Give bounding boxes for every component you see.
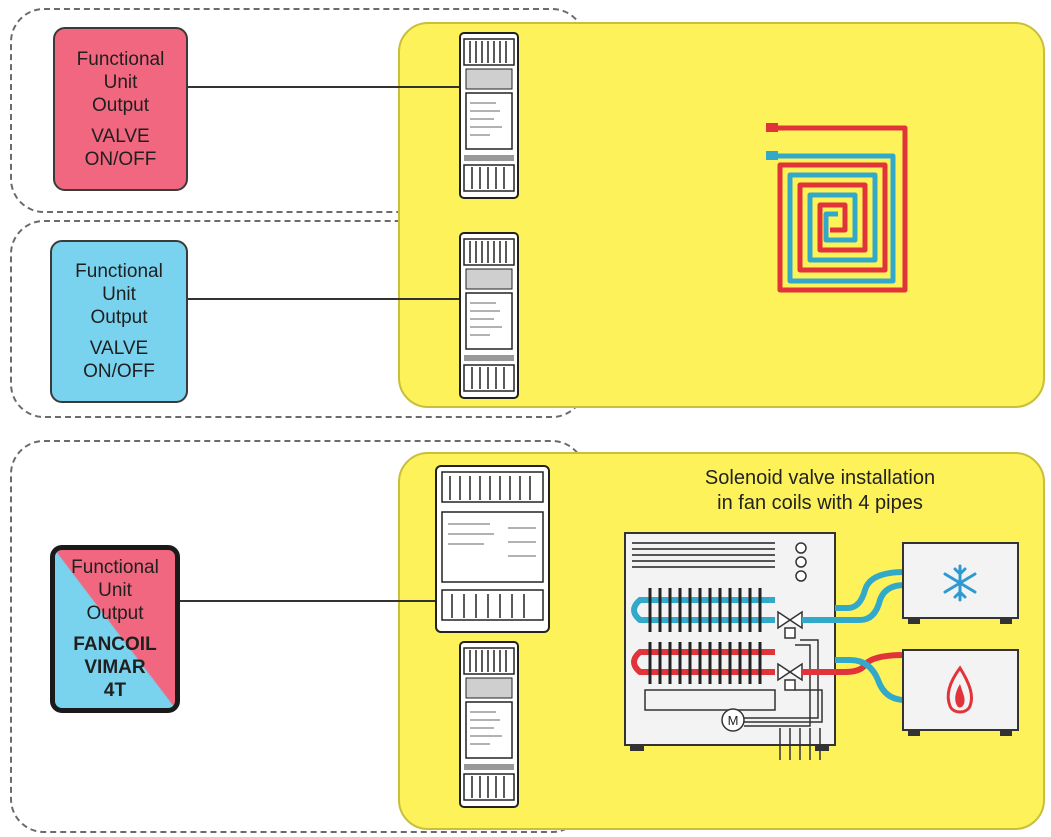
- fancoil-pipes: [802, 569, 906, 703]
- boiler-box: [902, 649, 1019, 736]
- functional-unit-valve-cooling: Functional Unit Output VALVE ON/OFF: [50, 240, 188, 403]
- unit-label-line1: Functional: [71, 557, 159, 578]
- caption-line2: in fan coils with 4 pipes: [717, 492, 923, 514]
- fancoil-unit: M: [624, 532, 836, 760]
- caption-line1: Solenoid valve installation: [704, 467, 936, 489]
- din-module-3: [459, 641, 519, 808]
- unit-label-line2: Unit: [98, 580, 132, 601]
- unit-label-line2: Unit: [102, 284, 136, 305]
- motor-label: M: [728, 713, 739, 728]
- floor-heating-coil: [766, 123, 908, 293]
- unit-label-line2: Unit: [103, 71, 138, 93]
- unit-type-line2: ON/OFF: [84, 148, 157, 170]
- functional-unit-valve-heating: Functional Unit Output VALVE ON/OFF: [53, 27, 188, 191]
- unit-type-line1: VALVE: [91, 125, 150, 147]
- connector-line-3: [180, 600, 436, 602]
- unit-type-line3: 4T: [103, 680, 127, 701]
- motor-icon: [721, 708, 745, 732]
- unit-type-line2: ON/OFF: [83, 361, 155, 382]
- unit-type-line1: VALVE: [89, 338, 149, 359]
- chiller-box: [902, 542, 1019, 624]
- din-module-large: [435, 465, 550, 633]
- unit-label-line1: Functional: [75, 261, 163, 282]
- fancoil-caption: Solenoid valve installation in fan coils…: [620, 466, 1020, 516]
- functional-unit-fancoil: Functional Unit Output FANCOIL VIMAR 4T: [50, 545, 180, 713]
- connector-line-1: [188, 86, 460, 88]
- connector-line-2: [188, 298, 460, 300]
- unit-label-line3: Output: [86, 603, 144, 624]
- unit-label-line1: Functional: [76, 48, 165, 70]
- snowflake-icon: [943, 564, 977, 602]
- din-module-1: [459, 32, 519, 199]
- din-module-2: [459, 232, 519, 399]
- unit-type-line2: VIMAR: [84, 657, 146, 678]
- flame-icon: [946, 665, 974, 714]
- unit-type-line1: FANCOIL: [73, 634, 157, 655]
- unit-label-line3: Output: [91, 94, 150, 116]
- solenoid-valve-heating: [777, 662, 803, 691]
- unit-label-line3: Output: [90, 307, 148, 328]
